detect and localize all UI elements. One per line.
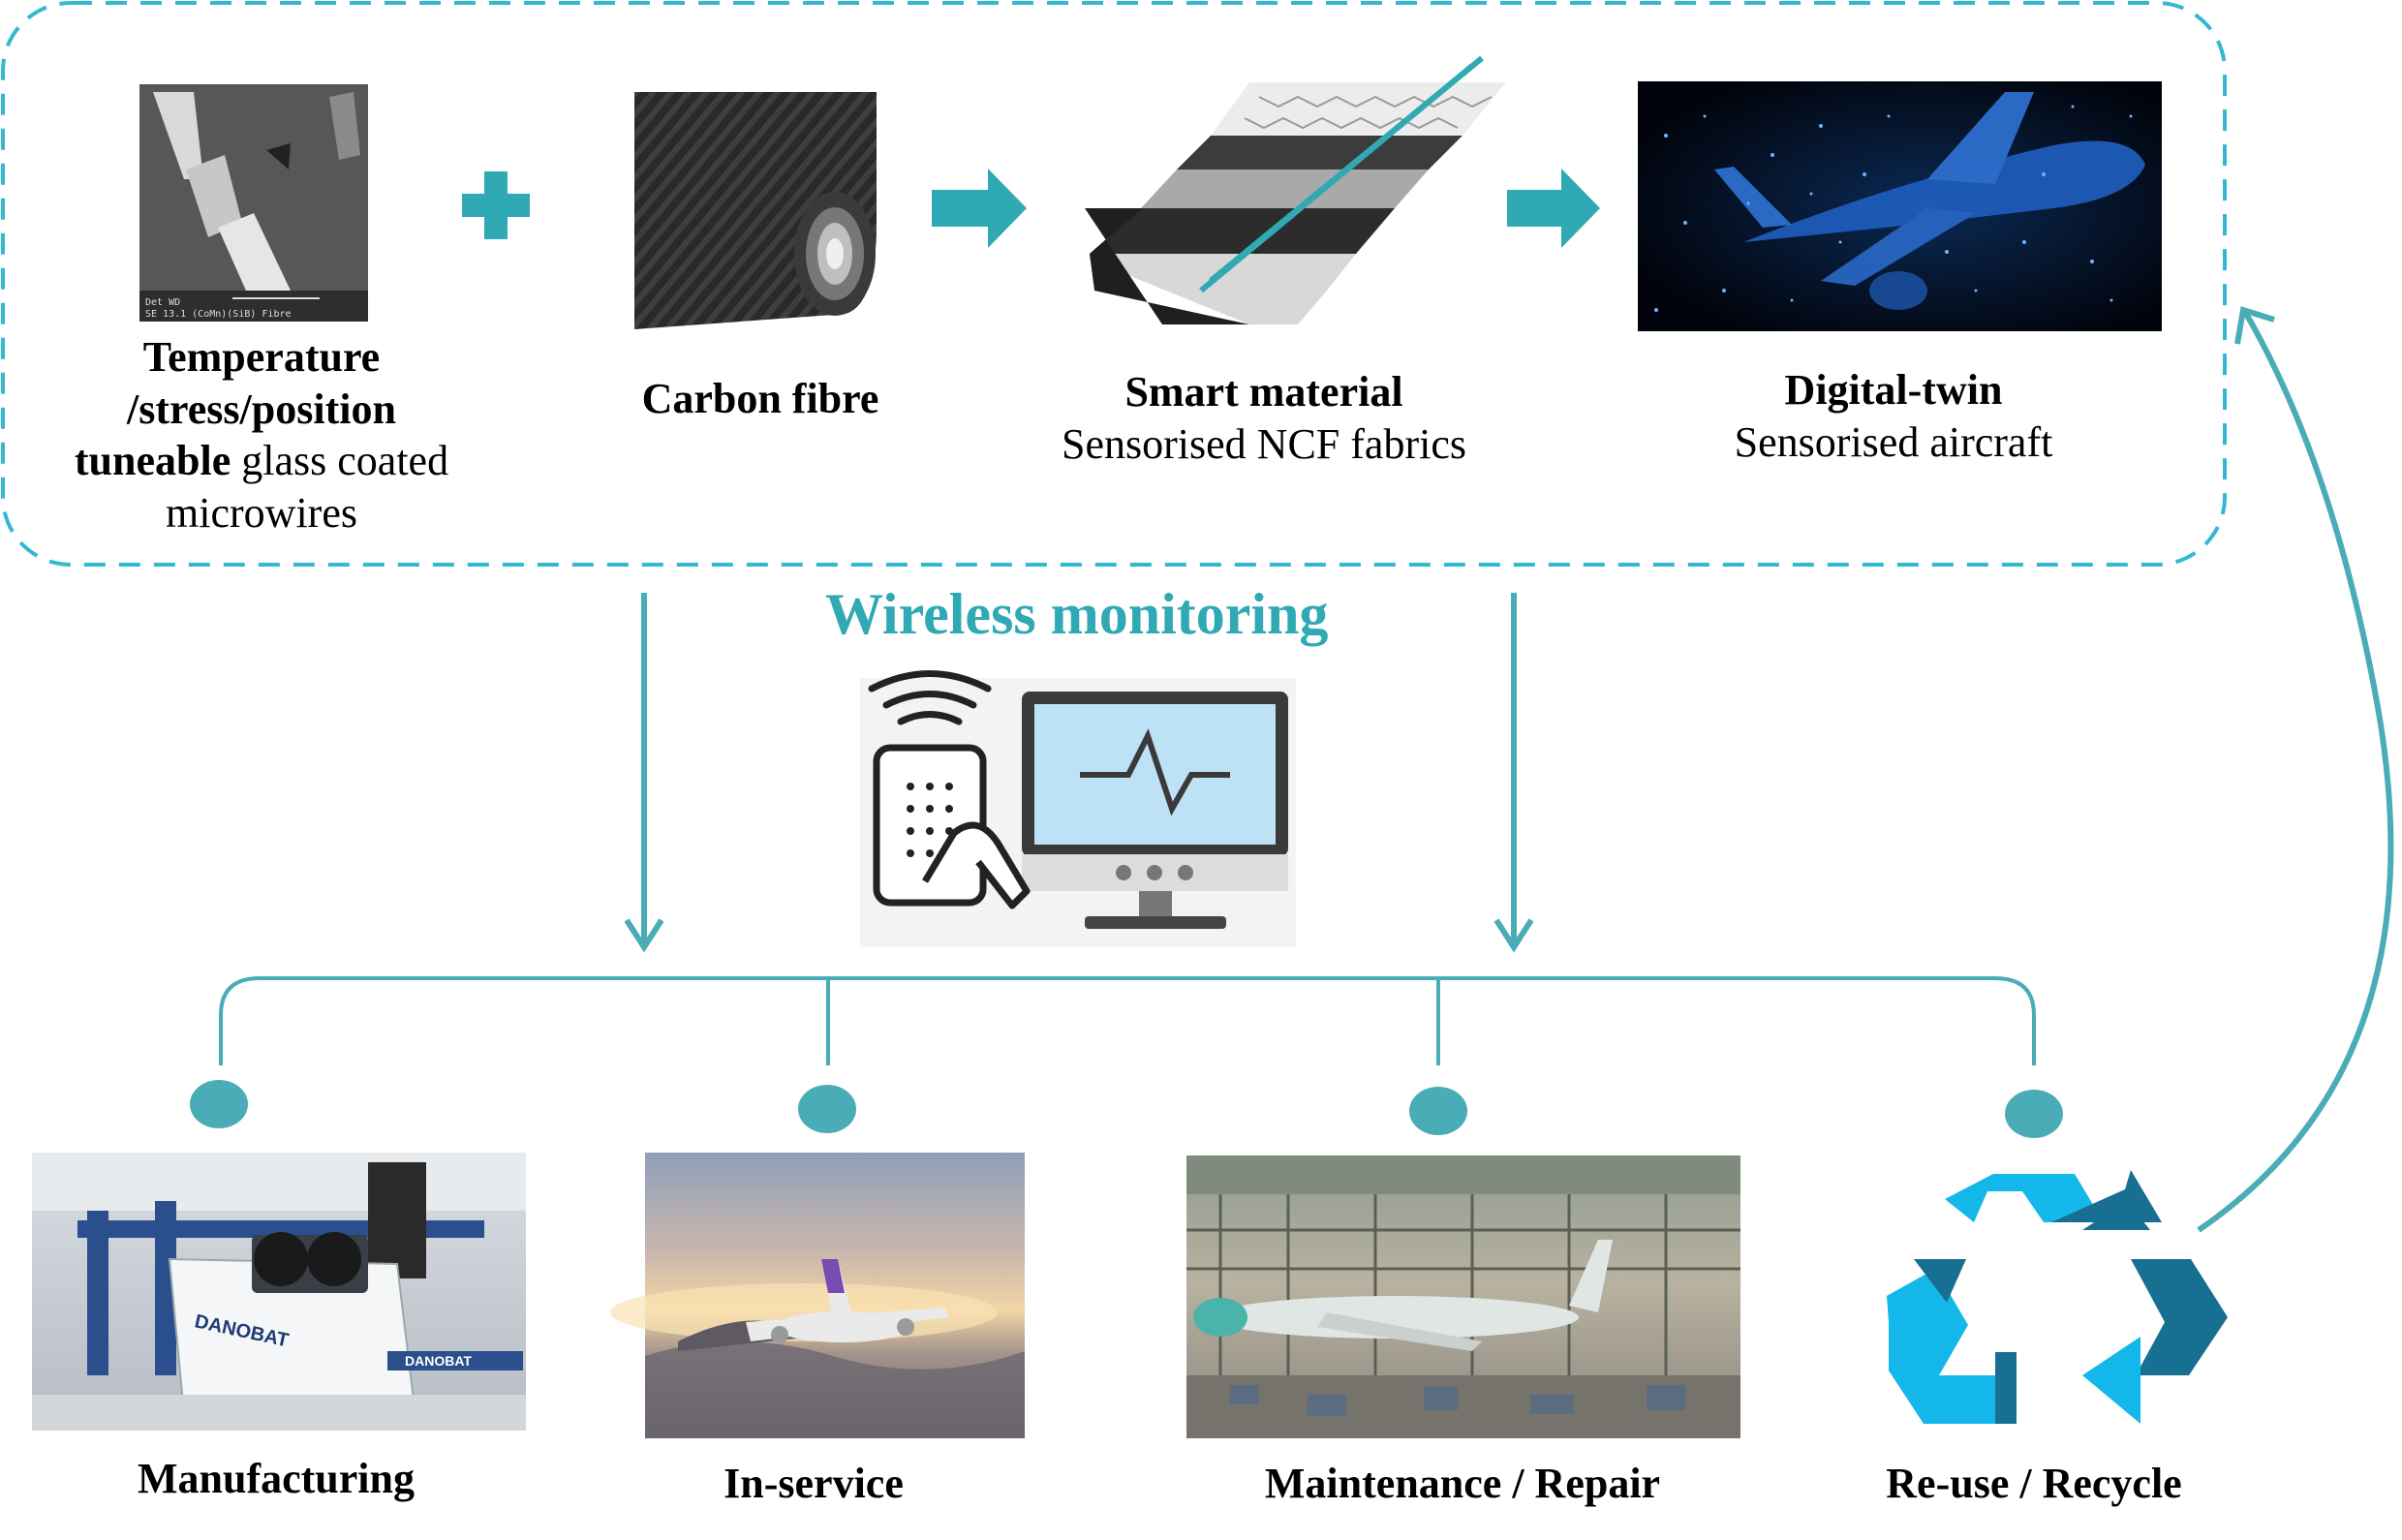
danobat-logo-2: DANOBAT (405, 1353, 472, 1369)
microwire-line-2: /stress/position (127, 385, 396, 433)
return-arrow-icon (2197, 306, 2394, 1233)
smart-material-subtitle: Sensorised NCF fabrics (1062, 419, 1466, 468)
node-manufacturing (190, 1080, 248, 1128)
sem-info-text-1: Det WD (145, 297, 180, 308)
down-arrow-right-icon (1494, 593, 1534, 953)
arrow-to-digital-twin-icon (1507, 169, 1600, 248)
down-arrow-left-icon (624, 593, 664, 953)
wireless-monitoring-title: Wireless monitoring (825, 582, 1329, 646)
microwire-line-1: Temperature (142, 333, 381, 381)
smart-material-caption: Smart material Sensorised NCF fabrics (1007, 366, 1521, 470)
digital-twin-aircraft-image (1638, 81, 2162, 331)
microwire-line-4: microwires (166, 489, 357, 538)
digital-twin-subtitle: Sensorised aircraft (1734, 417, 2053, 466)
plus-icon (462, 171, 530, 239)
manufacturing-label: Manufacturing (138, 1455, 415, 1502)
sem-info-text-2: SE 13.1 (CoMn)(SiB) Fibre (145, 309, 292, 320)
in-service-photo (610, 1153, 1025, 1438)
microwire-sem-image: Det WD SE 13.1 (CoMn)(SiB) Fibre (139, 84, 368, 322)
microwire-line-3-bold: tuneable (74, 437, 231, 485)
carbon-fibre-roll-image (634, 92, 877, 329)
arrow-to-smart-material-icon (932, 169, 1027, 248)
node-recycle (2005, 1090, 2063, 1138)
wireless-monitoring-icon (860, 670, 1296, 947)
maintenance-photo (1186, 1155, 1740, 1438)
material-chain-frame (1, 1, 2227, 567)
carbon-fibre-label: Carbon fibre (641, 375, 879, 422)
digital-twin-caption: Digital-twin Sensorised aircraft (1647, 364, 2140, 468)
recycle-icon (1887, 1170, 2228, 1424)
in-service-label: In-service (724, 1460, 904, 1507)
digital-twin-title: Digital-twin (1784, 366, 2003, 414)
microwire-line-3-rest: glass coated (231, 437, 449, 485)
node-maintenance (1409, 1087, 1467, 1135)
manufacturing-photo: DANOBAT DANOBAT (32, 1153, 526, 1431)
smart-material-title: Smart material (1124, 368, 1403, 416)
lifecycle-connector-lines (219, 976, 2036, 1065)
node-in-service (798, 1085, 856, 1133)
smart-material-ncf-image (1085, 55, 1506, 324)
microwire-caption: Temperature /stress/position tuneable gl… (39, 331, 484, 539)
maintenance-label: Maintenance / Repair (1264, 1460, 1661, 1507)
recycle-label: Re-use / Recycle (1886, 1460, 2182, 1507)
